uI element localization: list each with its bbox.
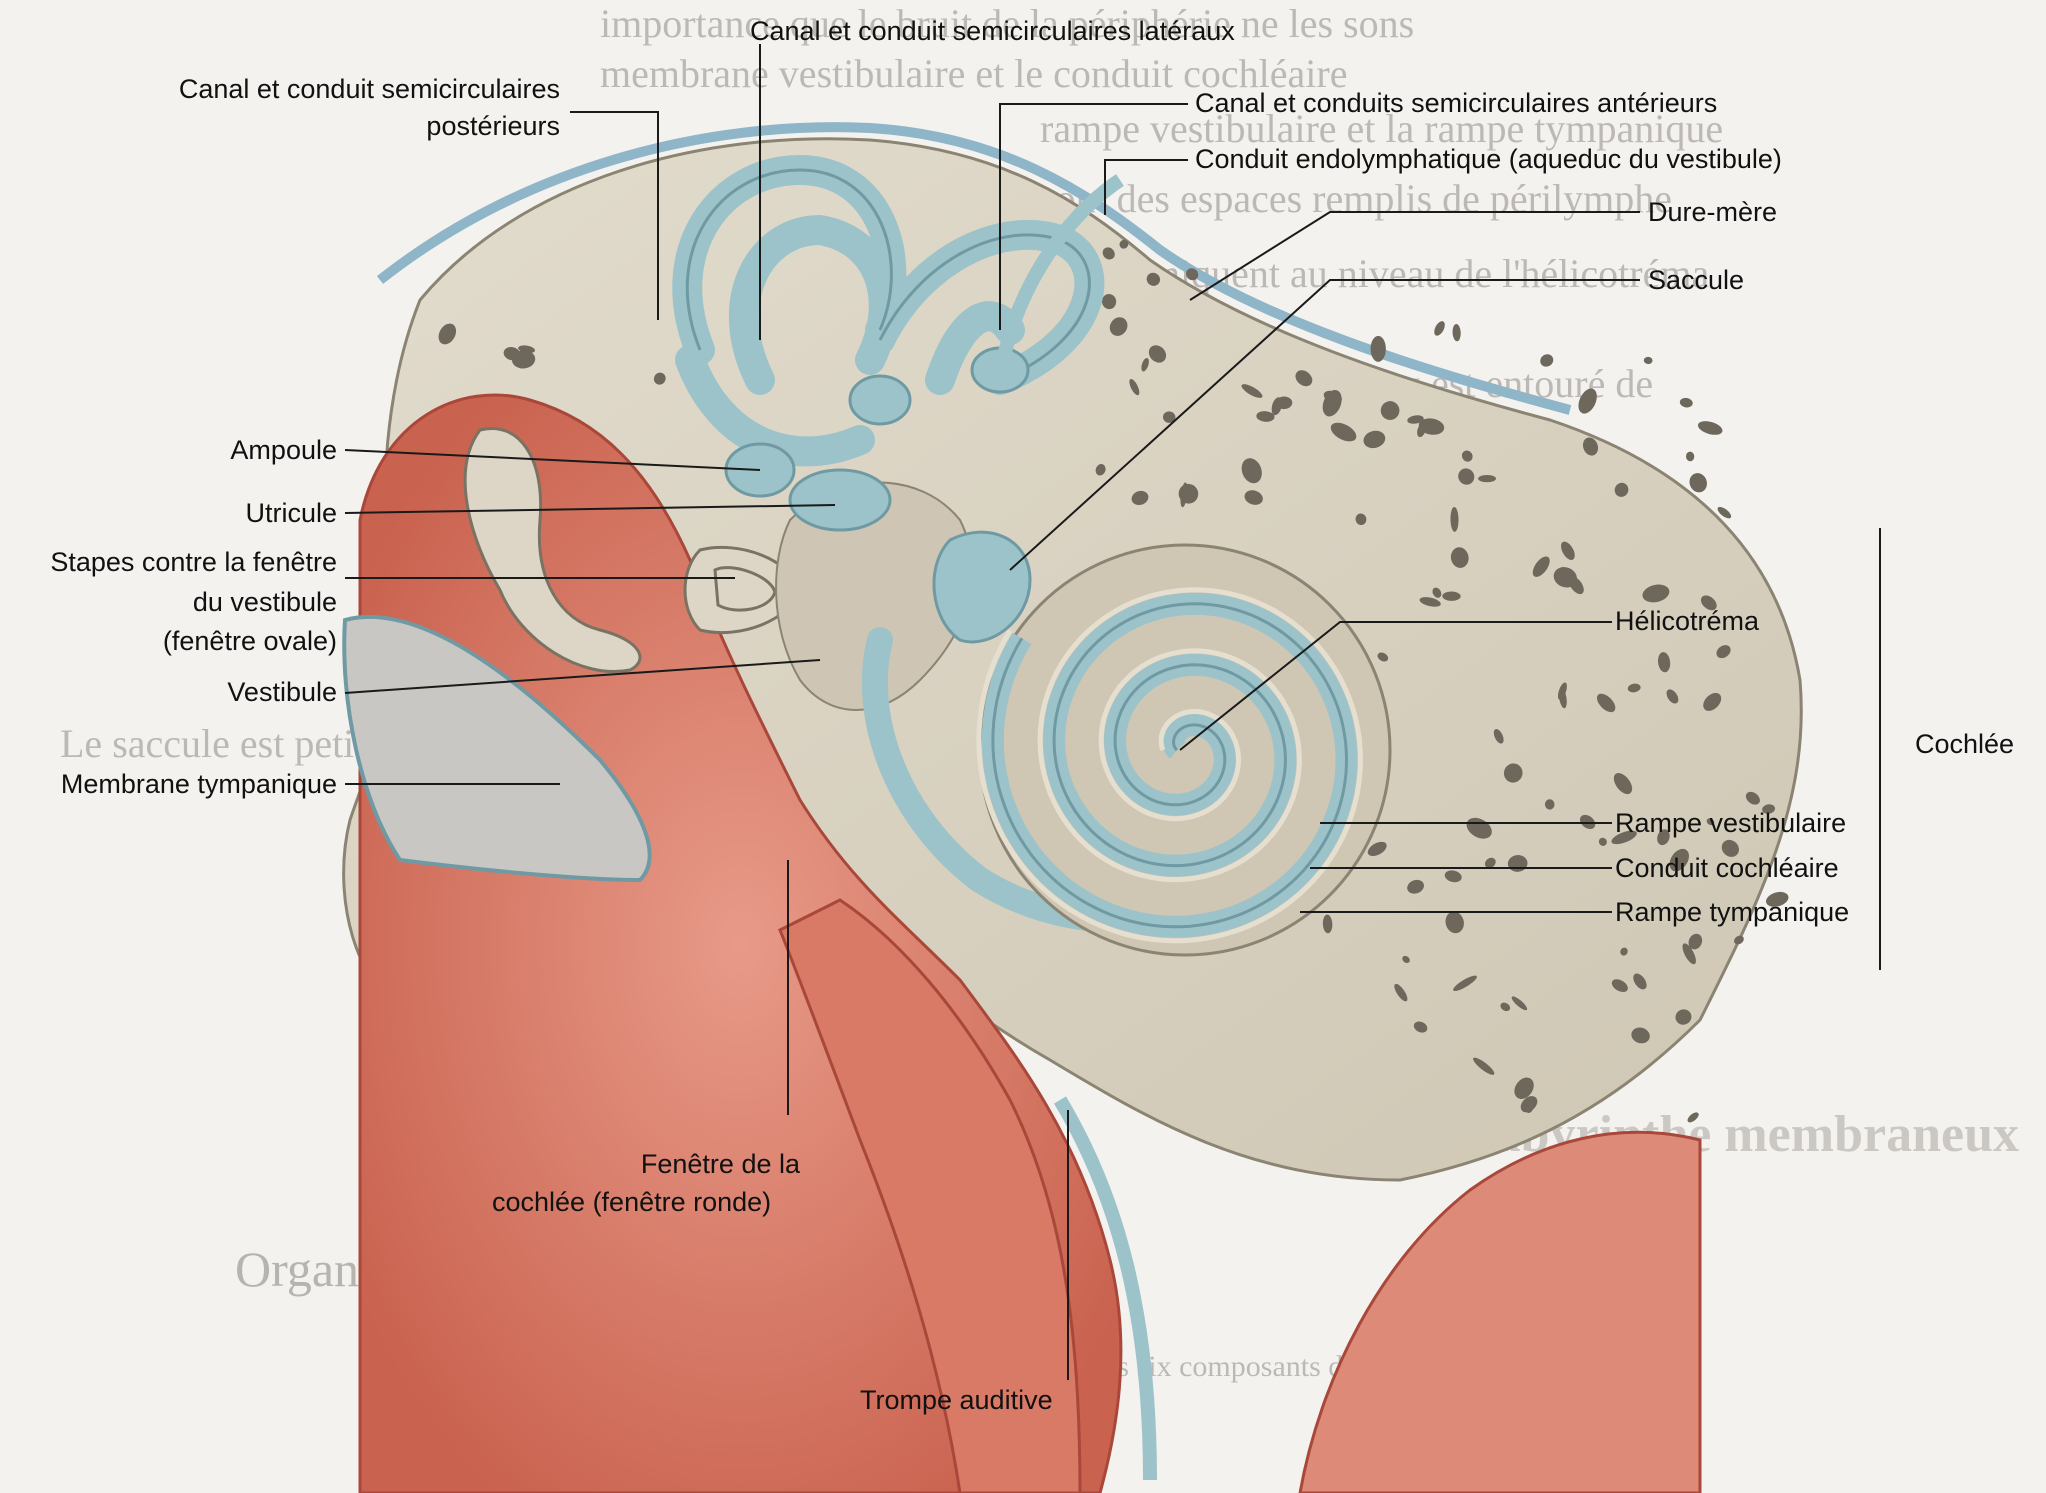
label-ampoule: Ampoule [0, 434, 337, 466]
leader-posterior [570, 112, 658, 320]
label-dura-mater: Dure-mère [1648, 196, 1777, 228]
label-stapes-line3: (fenêtre ovale) [0, 625, 337, 657]
label-scala-tympani: Rampe tympanique [1615, 896, 1849, 928]
label-stapes-line1: Stapes contre la fenêtre [0, 546, 337, 578]
leader-ampoule [345, 450, 760, 470]
label-endolymphatic-duct: Conduit endolymphatique (aqueduc du vest… [1195, 143, 1782, 175]
leader-saccule [1010, 280, 1640, 570]
label-round-window-line1: Fenêtre de la [420, 1148, 800, 1180]
label-auditory-tube: Trompe auditive [860, 1384, 1053, 1416]
leader-vestibule [345, 660, 820, 693]
leader-dura [1190, 212, 1640, 300]
label-scala-vestibuli: Rampe vestibulaire [1615, 807, 1846, 839]
leader-helicotrema [1180, 622, 1612, 750]
label-cochlear-duct: Conduit cochléaire [1615, 852, 1839, 884]
label-utricule: Utricule [0, 497, 337, 529]
label-lateral-canals: Canal et conduit semicirculaires latérau… [750, 15, 1235, 47]
leader-endolymph [1105, 160, 1188, 215]
label-tympanic-membrane: Membrane tympanique [0, 768, 337, 800]
label-helicotrema: Hélicotréma [1615, 605, 1759, 637]
leader-anterior [1000, 104, 1188, 330]
label-anterior-canals: Canal et conduits semicirculaires antéri… [1195, 87, 1717, 119]
label-stapes-line2: du vestibule [0, 586, 337, 618]
label-posterior-canals-line2: postérieurs [120, 110, 560, 142]
label-saccule: Saccule [1648, 264, 1744, 296]
label-cochlee: Cochlée [1915, 728, 2014, 760]
label-round-window-line2: cochlée (fenêtre ronde) [492, 1186, 771, 1218]
leader-utricule [345, 505, 835, 513]
label-posterior-canals-line1: Canal et conduit semicirculaires [120, 73, 560, 105]
label-vestibule: Vestibule [0, 676, 337, 708]
